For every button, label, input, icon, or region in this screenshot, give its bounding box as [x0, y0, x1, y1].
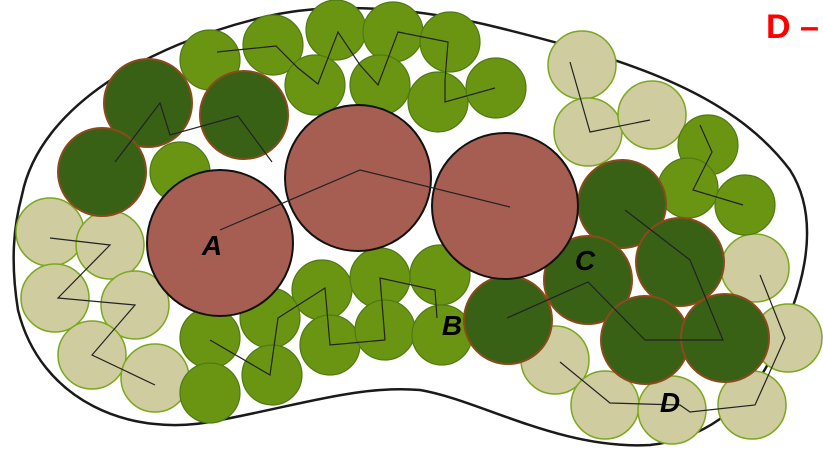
dark-green-particle	[199, 70, 289, 160]
mid-green-particle	[242, 14, 304, 76]
mid-green-particles	[149, 0, 776, 424]
pale-green-particle	[20, 263, 90, 333]
diffusion-paths	[49, 30, 786, 413]
pale-green-particle	[15, 197, 85, 267]
mid-green-particle	[407, 71, 469, 133]
mid-green-particle	[362, 1, 424, 63]
diffusion-path-line	[569, 61, 651, 133]
particle-label-b: B	[442, 310, 462, 341]
diffusion-path-line	[506, 209, 724, 341]
mid-green-particle	[354, 299, 416, 361]
particle-labels: A B C D	[201, 230, 680, 418]
diffusion-path-line	[49, 237, 156, 386]
mid-green-particle	[657, 157, 719, 219]
pale-green-particle	[617, 80, 687, 150]
dark-green-particle	[543, 235, 633, 325]
diffusion-path-line	[114, 101, 273, 163]
diffusion-path-line	[209, 277, 438, 376]
mid-green-particle	[179, 307, 241, 369]
diffusion-path-line	[216, 30, 496, 103]
pale-green-particle	[720, 233, 790, 303]
dark-green-particle	[680, 293, 770, 383]
particle-label-a: A	[201, 230, 222, 261]
dark-green-particle	[635, 217, 725, 307]
mid-green-particle	[305, 0, 367, 61]
dark-green-particle	[463, 275, 553, 365]
mid-green-particle	[714, 174, 776, 236]
diffusion-path-line	[692, 124, 744, 206]
dark-green-particle	[103, 58, 193, 148]
title-label: D –	[766, 8, 819, 46]
pale-green-particles	[15, 30, 823, 445]
mid-green-particle	[419, 11, 481, 73]
particle-label-c: C	[575, 245, 596, 276]
particle-label-d: D	[660, 387, 680, 418]
pale-green-particle	[553, 97, 623, 167]
diffusion-path-line	[559, 274, 786, 413]
mid-green-particle	[241, 344, 303, 406]
large-brown-particle	[284, 104, 432, 252]
mid-green-particle	[465, 57, 527, 119]
mid-green-particle	[179, 362, 241, 424]
dark-green-particle	[57, 127, 147, 217]
diffusion-path-line	[219, 169, 511, 231]
large-brown-particle	[146, 169, 294, 317]
pale-green-particle	[120, 343, 190, 413]
pale-green-particle	[547, 30, 617, 100]
